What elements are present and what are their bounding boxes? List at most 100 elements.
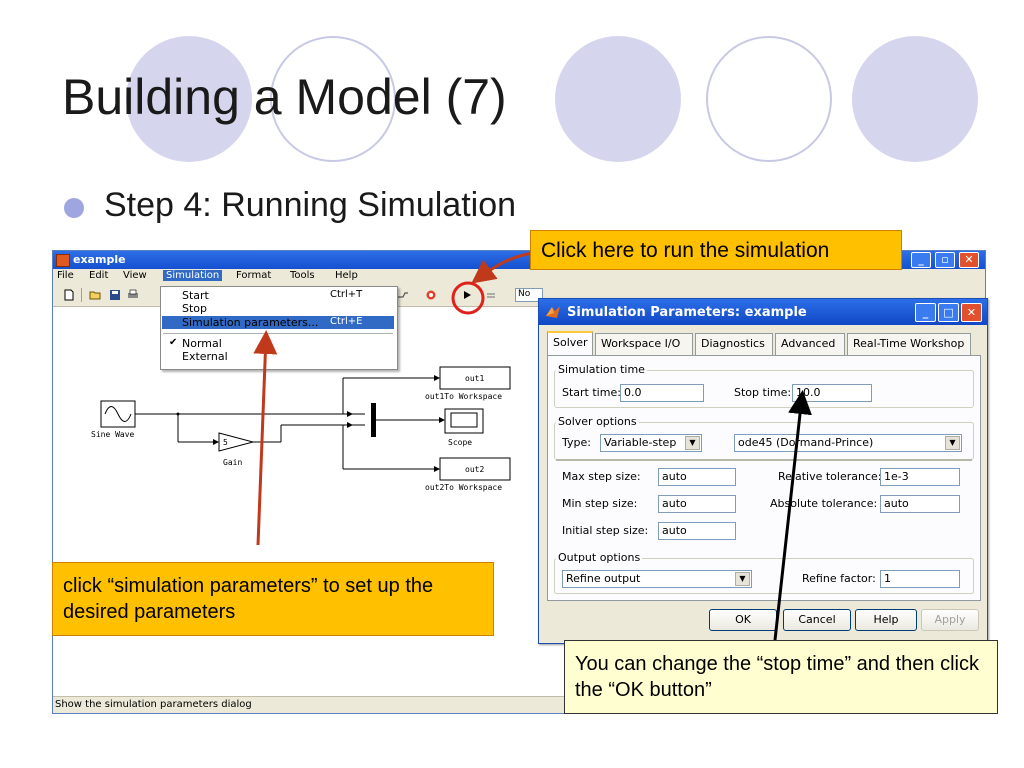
menu-help[interactable]: Help xyxy=(335,270,358,281)
chevron-down-icon: ▼ xyxy=(735,572,750,586)
simulation-parameters-dialog: Simulation Parameters: example _ □ ✕ Sol… xyxy=(538,298,988,644)
out1-workspace-block[interactable] xyxy=(439,366,511,390)
stop-time-arrow xyxy=(773,390,812,641)
decor-circle-4 xyxy=(706,36,832,162)
simulink-menubar: File Edit View Simulation Format Tools H… xyxy=(53,269,985,284)
initial-step-label: Initial step size: xyxy=(562,524,649,537)
params-callout: click “simulation parameters” to set up … xyxy=(52,562,494,636)
decor-circle-3 xyxy=(555,36,681,162)
menu-simulation[interactable]: Simulation xyxy=(163,270,223,281)
menu-item-normal[interactable]: ✔ Normal xyxy=(169,337,222,350)
mux-block[interactable] xyxy=(371,403,376,437)
menu-item-simulation-parameters[interactable]: Simulation parameters... Ctrl+E xyxy=(162,316,394,329)
absolute-tolerance-label: Absolute tolerance: xyxy=(770,497,878,510)
play-button-highlight xyxy=(451,281,485,315)
dialog-minimize-button[interactable]: _ xyxy=(915,303,936,322)
debug-icon[interactable] xyxy=(425,289,437,301)
simulation-mode-select[interactable]: No xyxy=(515,288,543,302)
chevron-down-icon: ▼ xyxy=(945,436,960,450)
menu-edit[interactable]: Edit xyxy=(89,270,109,281)
start-time-field[interactable]: 0.0 xyxy=(620,384,704,402)
tab-workspace-io[interactable]: Workspace I/O xyxy=(595,333,693,355)
relative-tolerance-label: Relative tolerance: xyxy=(778,470,882,483)
max-step-field[interactable]: auto xyxy=(658,468,736,486)
solver-type-select[interactable]: Variable-step ▼ xyxy=(600,434,702,452)
menu-format[interactable]: Format xyxy=(236,270,272,281)
dialog-close-button[interactable]: ✕ xyxy=(961,303,982,322)
new-file-icon[interactable] xyxy=(63,289,75,301)
max-step-label: Max step size: xyxy=(562,470,641,483)
relative-tolerance-field[interactable]: 1e-3 xyxy=(880,468,960,486)
tab-real-time-workshop[interactable]: Real-Time Workshop xyxy=(847,333,971,355)
solver-select[interactable]: ode45 (Dormand-Prince) ▼ xyxy=(734,434,962,452)
run-callout-text: Click here to run the simulation xyxy=(541,239,830,262)
save-icon[interactable] xyxy=(109,289,121,301)
help-button[interactable]: Help xyxy=(855,609,917,631)
run-callout: Click here to run the simulation xyxy=(530,230,902,270)
bullet-step-text: Step 4: Running Simulation xyxy=(104,186,517,224)
status-text: Show the simulation parameters dialog xyxy=(55,699,252,710)
out2-value: out2 xyxy=(465,465,484,474)
min-step-label: Min step size: xyxy=(562,497,638,510)
open-folder-icon[interactable] xyxy=(89,289,101,301)
matlab-logo-icon xyxy=(546,306,560,318)
print-icon[interactable] xyxy=(127,289,139,301)
gain-label: Gain xyxy=(223,458,242,467)
toolbar-separator xyxy=(81,288,82,302)
absolute-tolerance-field[interactable]: auto xyxy=(880,495,960,513)
gain-block[interactable] xyxy=(218,432,255,452)
dialog-titlebar[interactable]: Simulation Parameters: example _ □ ✕ xyxy=(539,299,987,325)
solver-options-group-label: Solver options xyxy=(556,415,639,428)
scope-screen-icon xyxy=(450,412,478,428)
tab-solver[interactable]: Solver xyxy=(547,331,593,356)
splitter-line xyxy=(556,459,972,461)
scope-label: Scope xyxy=(448,438,472,447)
simulink-window-title: example xyxy=(73,253,126,266)
min-step-field[interactable]: auto xyxy=(658,495,736,513)
chevron-down-icon: ▼ xyxy=(685,436,700,450)
library-browser-icon[interactable] xyxy=(397,289,409,301)
start-time-label: Start time: xyxy=(562,386,621,399)
tab-diagnostics[interactable]: Diagnostics xyxy=(695,333,773,355)
simulink-app-icon xyxy=(56,254,70,267)
params-callout-text: click “simulation parameters” to set up … xyxy=(63,575,434,623)
dialog-title: Simulation Parameters: example xyxy=(567,305,807,320)
menu-item-external[interactable]: External xyxy=(182,350,228,363)
sine-wave-label: Sine Wave xyxy=(91,430,135,439)
dialog-maximize-button[interactable]: □ xyxy=(938,303,959,322)
menu-separator xyxy=(163,333,393,334)
refine-factor-field[interactable]: 1 xyxy=(880,570,960,588)
cancel-button[interactable]: Cancel xyxy=(783,609,851,631)
stop-time-callout: You can change the “stop time” and then … xyxy=(564,640,998,714)
solver-panel: Simulation time Start time: 0.0 Stop tim… xyxy=(547,355,981,601)
out2-label: out2To Workspace xyxy=(425,483,502,492)
initial-step-field[interactable]: auto xyxy=(658,522,736,540)
arrowhead xyxy=(213,439,219,445)
check-icon: ✔ xyxy=(169,337,178,348)
decor-circle-5 xyxy=(852,36,978,162)
solver-type-label: Type: xyxy=(562,436,591,449)
bullet-dot-icon xyxy=(64,198,84,218)
tab-advanced[interactable]: Advanced xyxy=(775,333,845,355)
gain-value: 5 xyxy=(223,438,228,447)
simulation-menu: Start Ctrl+T Stop Simulation parameters.… xyxy=(160,286,398,370)
stop-icon[interactable] xyxy=(485,289,497,301)
apply-button[interactable]: Apply xyxy=(921,609,979,631)
ok-button[interactable]: OK xyxy=(709,609,777,631)
decor-circle-2 xyxy=(270,36,396,162)
close-button[interactable]: ✕ xyxy=(959,252,979,268)
menu-item-start[interactable]: Start Ctrl+T xyxy=(182,289,363,302)
menu-item-stop[interactable]: Stop xyxy=(182,302,208,315)
params-arrow xyxy=(253,330,278,546)
arrowhead xyxy=(439,417,445,423)
play-icon[interactable] xyxy=(461,289,473,301)
simulation-time-group-label: Simulation time xyxy=(556,363,647,376)
refine-output-select[interactable]: Refine output ▼ xyxy=(562,570,752,588)
stop-time-label: Stop time: xyxy=(734,386,792,399)
menu-tools[interactable]: Tools xyxy=(290,270,315,281)
minimize-button[interactable]: _ xyxy=(911,252,931,268)
restore-button[interactable]: ▫ xyxy=(935,252,955,268)
out2-workspace-block[interactable] xyxy=(439,457,511,481)
menu-view[interactable]: View xyxy=(123,270,147,281)
menu-file[interactable]: File xyxy=(57,270,74,281)
